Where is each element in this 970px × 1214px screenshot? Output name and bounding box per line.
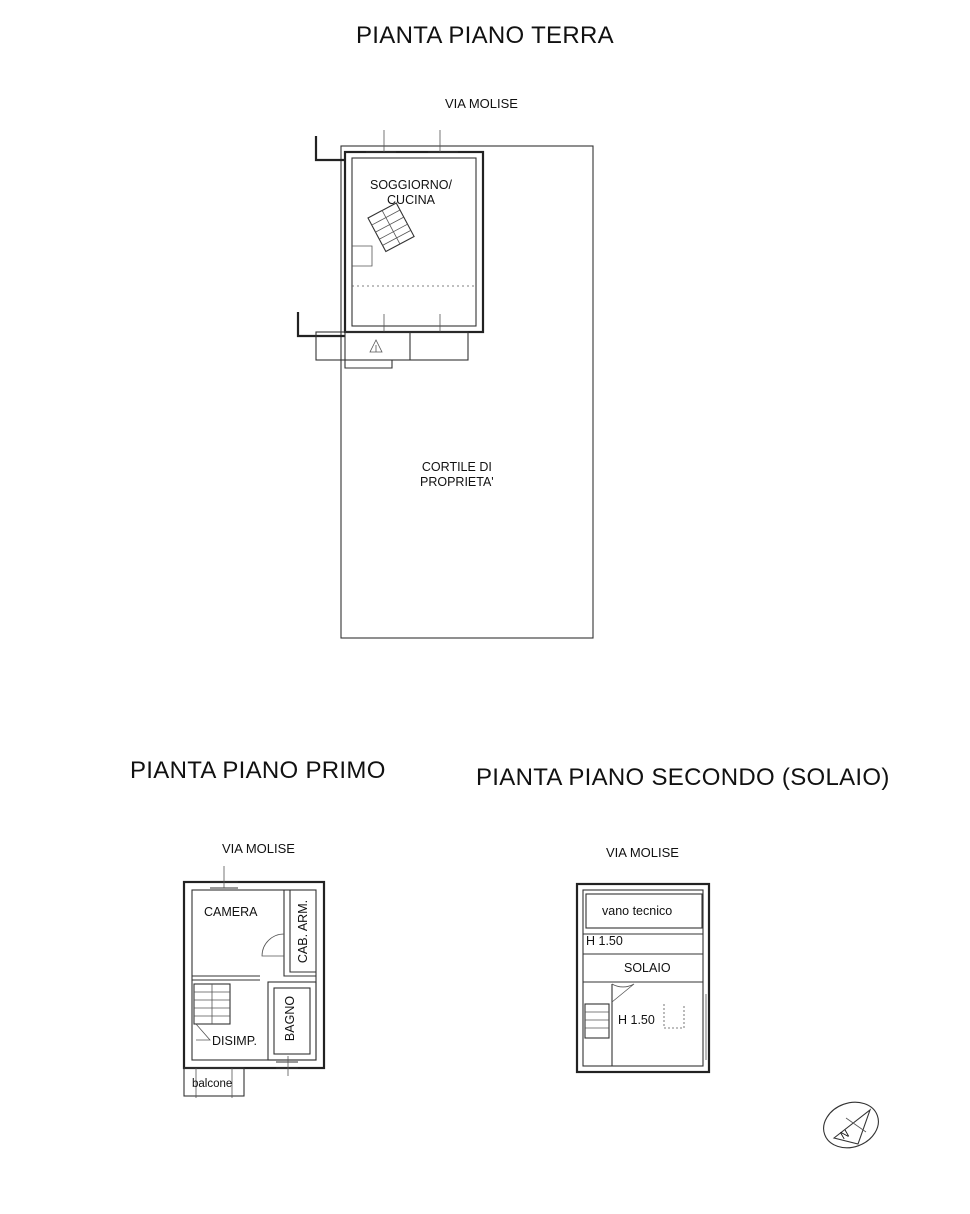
living-kitchen-text: SOGGIORNO/ CUCINA	[370, 178, 452, 207]
second-floor-street-label: VIA MOLISE	[606, 845, 679, 860]
first-floor-title: PIANTA PIANO PRIMO	[130, 757, 386, 784]
attic-label: SOLAIO	[624, 961, 671, 975]
bedroom-label: CAMERA	[204, 905, 258, 919]
height-top-label: H 1.50	[586, 934, 623, 948]
first-floor-street-label: VIA MOLISE	[222, 841, 295, 856]
balcony-label: balcone	[192, 1078, 233, 1090]
courtyard-label: CORTILE DI PROPRIETA'	[420, 460, 494, 490]
living-kitchen-label: SOGGIORNO/ CUCINA	[370, 178, 452, 208]
second-floor-title: PIANTA PIANO SECONDO (SOLAIO)	[476, 764, 890, 791]
ground-floor-street-label: VIA MOLISE	[445, 96, 518, 111]
ground-floor-title: PIANTA PIANO TERRA	[356, 22, 614, 49]
hallway-label: DISIMP.	[212, 1034, 257, 1048]
height-bottom-label: H 1.50	[618, 1013, 655, 1027]
courtyard-text: CORTILE DI PROPRIETA'	[420, 460, 494, 489]
courtyard-boundary	[340, 145, 594, 639]
technical-room-label: vano tecnico	[602, 904, 673, 918]
